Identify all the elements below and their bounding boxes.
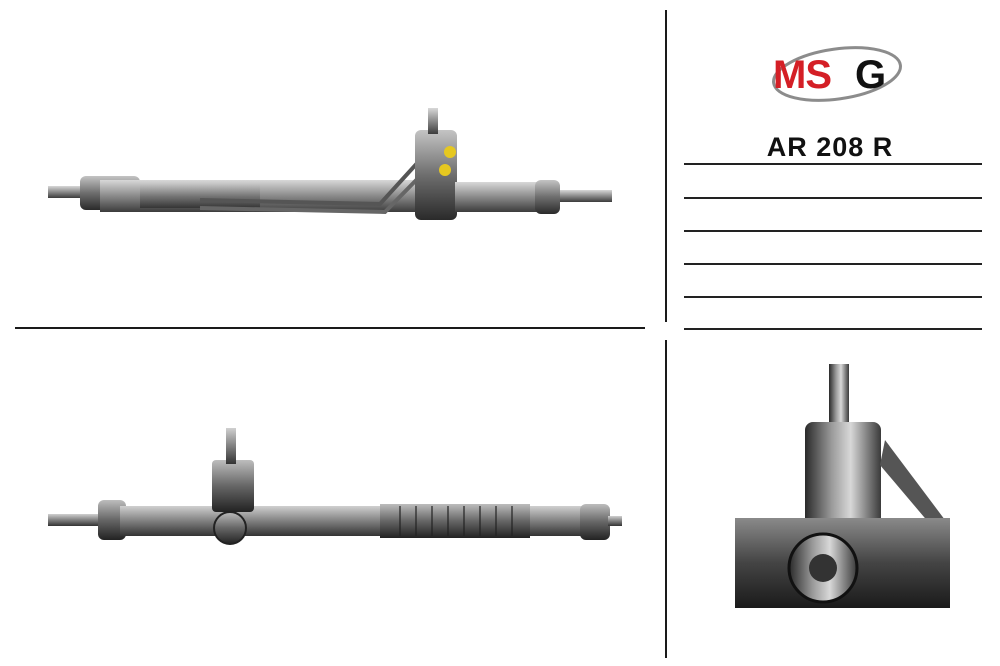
- svg-text:MS: MS: [773, 53, 831, 97]
- steering-rack-top-photo: [40, 100, 620, 240]
- steering-rack-bottom-photo: [40, 420, 630, 560]
- msg-logo: MS G: [765, 38, 910, 108]
- ruled-line: [684, 296, 982, 298]
- steering-rack-detail-photo: [735, 360, 960, 615]
- ruled-line: [684, 197, 982, 199]
- ruled-line: [684, 230, 982, 232]
- part-number: AR 208 R: [766, 132, 894, 162]
- horizontal-divider: [15, 327, 645, 329]
- ruled-line: [684, 263, 982, 265]
- vertical-divider-top: [665, 10, 667, 322]
- svg-text:G: G: [855, 53, 886, 97]
- vertical-divider-bottom: [665, 340, 667, 658]
- ruled-line: [684, 163, 982, 165]
- ruled-line: [684, 328, 982, 330]
